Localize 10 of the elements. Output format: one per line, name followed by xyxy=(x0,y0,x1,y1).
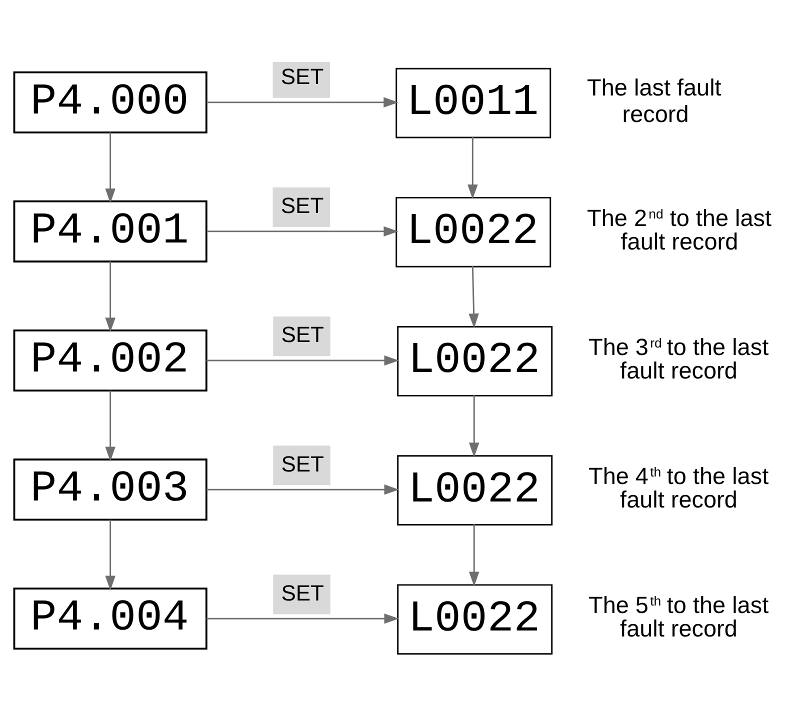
node-label: The last fault record xyxy=(587,74,722,126)
node-label: The 5$^{th}$ to the last fault record xyxy=(588,592,769,642)
node-label: The 2$^{nd}$ to the last fault record xyxy=(587,204,772,254)
edge-label: SET xyxy=(280,192,324,218)
edge-label: SET xyxy=(281,580,324,605)
edge-label: SET xyxy=(280,64,324,88)
edge-label: SET xyxy=(281,322,324,347)
node-label: The 3$^{rd}$ to the last fault record xyxy=(588,334,769,384)
node-label: The 4$^{th}$ to the last fault record xyxy=(588,462,769,512)
edge-label: SET xyxy=(281,450,324,476)
